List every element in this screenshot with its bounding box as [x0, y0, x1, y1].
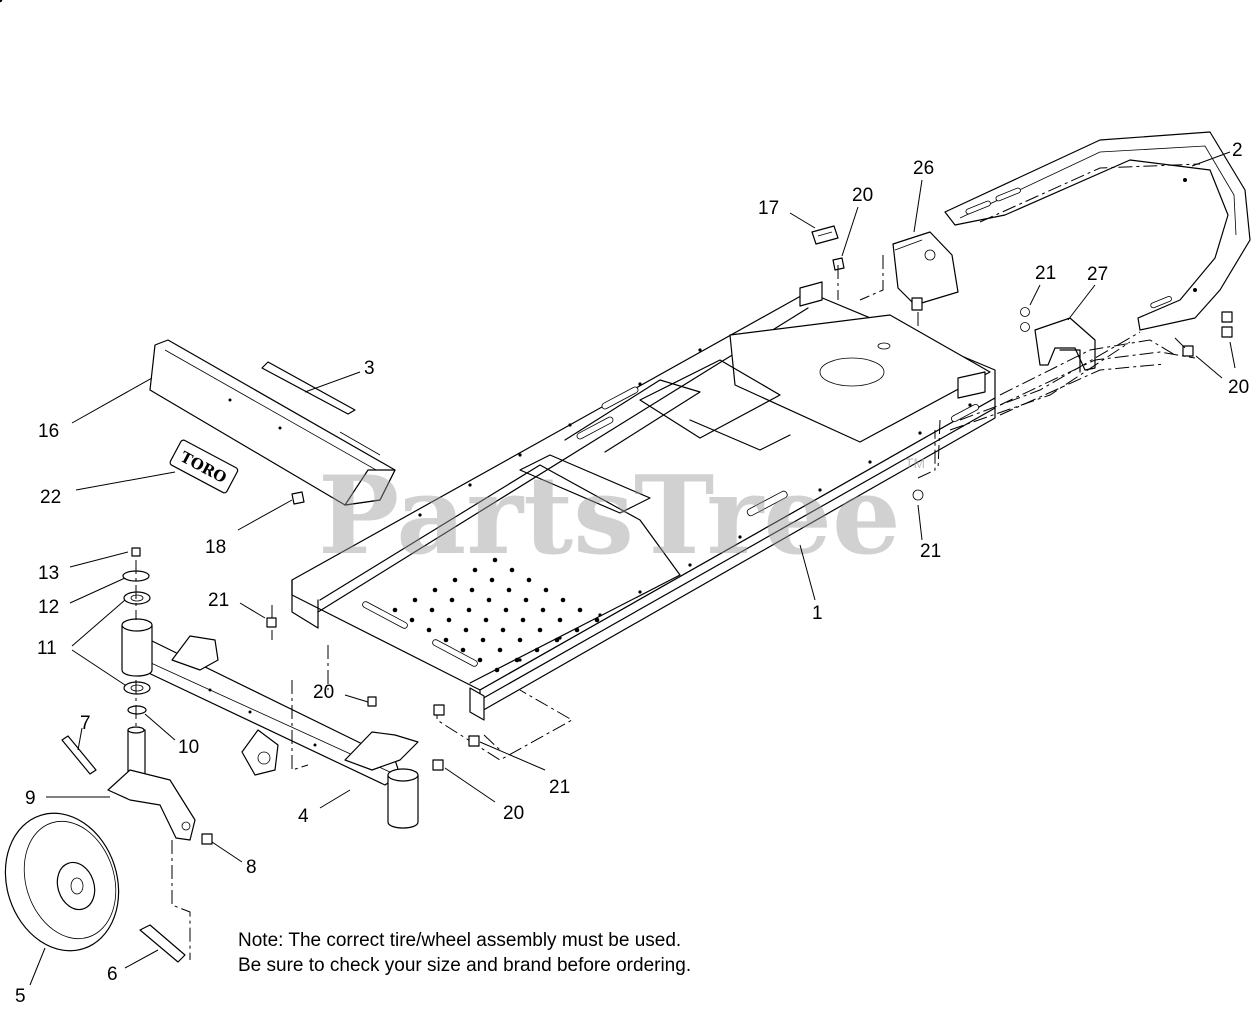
nut-8 [201, 833, 213, 845]
callout-21-mid: 21 [920, 541, 941, 562]
callout-1: 1 [812, 603, 823, 624]
caster-wheel-5 [4, 812, 120, 952]
decal-3 [261, 361, 356, 415]
callout-3: 3 [364, 358, 375, 379]
leader-lines [29, 151, 1236, 986]
callout-labels: 2 26 17 20 21 27 20 3 16 22 18 21 13 12 … [15, 140, 1249, 1007]
callout-17: 17 [758, 198, 779, 219]
callout-20-top: 20 [852, 185, 873, 206]
callout-21-left: 21 [208, 590, 229, 611]
callout-10: 10 [178, 737, 199, 758]
callout-6: 6 [107, 964, 118, 985]
rops-bar [944, 131, 1251, 331]
callout-21-bottom: 21 [549, 777, 570, 798]
main-frame [0, 0, 996, 721]
callout-26: 26 [913, 158, 934, 179]
callout-20-right: 20 [1228, 377, 1249, 398]
callout-18: 18 [205, 537, 226, 558]
caster-frame-4 [121, 618, 419, 829]
watermark-trademark: TM [905, 455, 925, 471]
front-cover-16 [149, 339, 396, 506]
callout-21-top: 21 [1035, 263, 1056, 284]
callout-7: 7 [80, 713, 91, 734]
bracket-26 [892, 231, 959, 311]
caster-fork-9 [107, 726, 196, 841]
assembly-lines-right [837, 255, 1196, 479]
callout-20-mid: 20 [313, 682, 334, 703]
foot-plate-holes [0, 0, 600, 673]
frame-rail-holes [418, 348, 972, 662]
callout-11: 11 [37, 638, 57, 659]
watermark: PartsTree [318, 453, 901, 579]
bracket-hardware [832, 257, 1233, 501]
note-line-1: Note: The correct tire/wheel assembly mu… [238, 930, 682, 951]
decal-17 [811, 225, 839, 245]
callout-8: 8 [246, 857, 257, 878]
spacer-6 [139, 924, 186, 963]
frame-hardware [266, 617, 480, 771]
callout-12: 12 [38, 597, 59, 618]
callout-4: 4 [298, 806, 309, 827]
bolt-7 [61, 735, 97, 775]
callout-9: 9 [25, 788, 36, 809]
note-line-2: Be sure to check your size and brand bef… [238, 955, 692, 976]
callout-27: 27 [1087, 264, 1108, 285]
toro-decal-22: TORO [169, 439, 239, 494]
caster-hardware-stack [122, 547, 151, 715]
callout-13: 13 [38, 563, 59, 584]
callout-20-bottom: 20 [503, 803, 524, 824]
bolt-18 [291, 491, 305, 505]
callout-16: 16 [38, 421, 59, 442]
callout-2: 2 [1232, 140, 1243, 161]
callout-22: 22 [40, 487, 61, 508]
bracket-27 [1034, 317, 1096, 373]
callout-5: 5 [15, 986, 26, 1007]
ordering-note: Note: The correct tire/wheel assembly mu… [238, 928, 691, 978]
